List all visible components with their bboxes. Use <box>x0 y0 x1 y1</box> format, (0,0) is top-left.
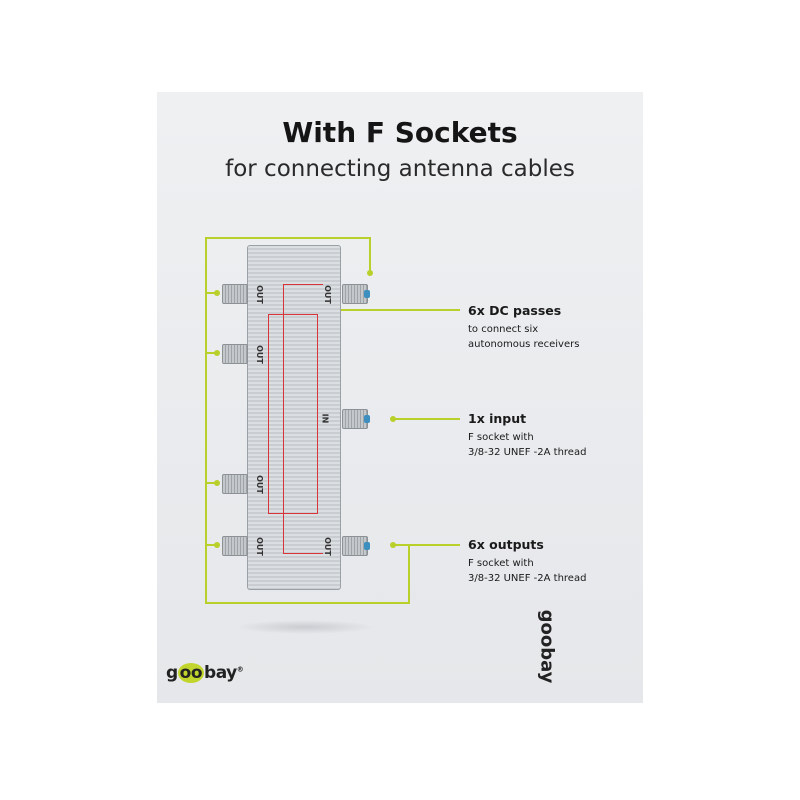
connector-line <box>205 352 217 354</box>
connector-line <box>408 545 410 604</box>
connector-line <box>393 418 460 420</box>
callout-input: 1x input F socket with 3/8-32 UNEF -2A t… <box>468 411 586 460</box>
output-socket <box>342 284 370 304</box>
page-subtitle: for connecting antenna cables <box>225 156 575 182</box>
callout-text: autonomous receivers <box>468 339 580 350</box>
out-label: OUT <box>254 537 264 556</box>
in-label: IN <box>320 413 330 424</box>
connector-line <box>205 544 217 546</box>
out-label: OUT <box>322 285 332 304</box>
connector-line <box>205 237 207 604</box>
out-label: OUT <box>254 475 264 494</box>
connector-line <box>369 237 371 273</box>
callout-text: F socket with <box>468 432 534 443</box>
out-label: OUT <box>322 537 332 556</box>
product-card <box>157 92 643 703</box>
connector-dot <box>214 480 220 486</box>
dc-pass-trace <box>268 314 318 514</box>
connector-line <box>205 237 371 239</box>
connector-line <box>393 544 460 546</box>
callout-dc-passes: 6x DC passes to connect six autonomous r… <box>468 303 579 352</box>
callout-text: 3/8-32 UNEF -2A thread <box>468 447 587 458</box>
connector-dot <box>214 350 220 356</box>
output-socket <box>222 474 248 494</box>
connector-line <box>205 602 410 604</box>
out-label: OUT <box>254 285 264 304</box>
page-title: With F Sockets <box>282 116 518 149</box>
connector-dot <box>390 542 396 548</box>
connector-dot <box>367 270 373 276</box>
callout-heading: 6x outputs <box>468 537 544 552</box>
callout-heading: 6x DC passes <box>468 303 562 318</box>
callout-outputs: 6x outputs F socket with 3/8-32 UNEF -2A… <box>468 537 586 586</box>
device-shadow <box>235 620 375 634</box>
input-socket <box>342 409 370 429</box>
splitter-device: goobay <box>247 236 557 683</box>
output-socket <box>342 536 370 556</box>
connector-line <box>205 482 217 484</box>
output-socket <box>222 284 248 304</box>
connector-dot <box>214 290 220 296</box>
callout-text: to connect six <box>468 324 539 335</box>
output-socket <box>222 344 248 364</box>
connector-line <box>205 292 217 294</box>
connector-line <box>303 309 460 311</box>
output-socket <box>222 536 248 556</box>
device-brand-logo: goobay <box>536 609 558 684</box>
connector-dot <box>390 416 396 422</box>
callout-text: F socket with <box>468 558 534 569</box>
connector-dot <box>214 542 220 548</box>
out-label: OUT <box>254 345 264 364</box>
callout-heading: 1x input <box>468 411 527 426</box>
dc-pass-trace <box>283 284 323 554</box>
callout-text: 3/8-32 UNEF -2A thread <box>468 573 587 584</box>
